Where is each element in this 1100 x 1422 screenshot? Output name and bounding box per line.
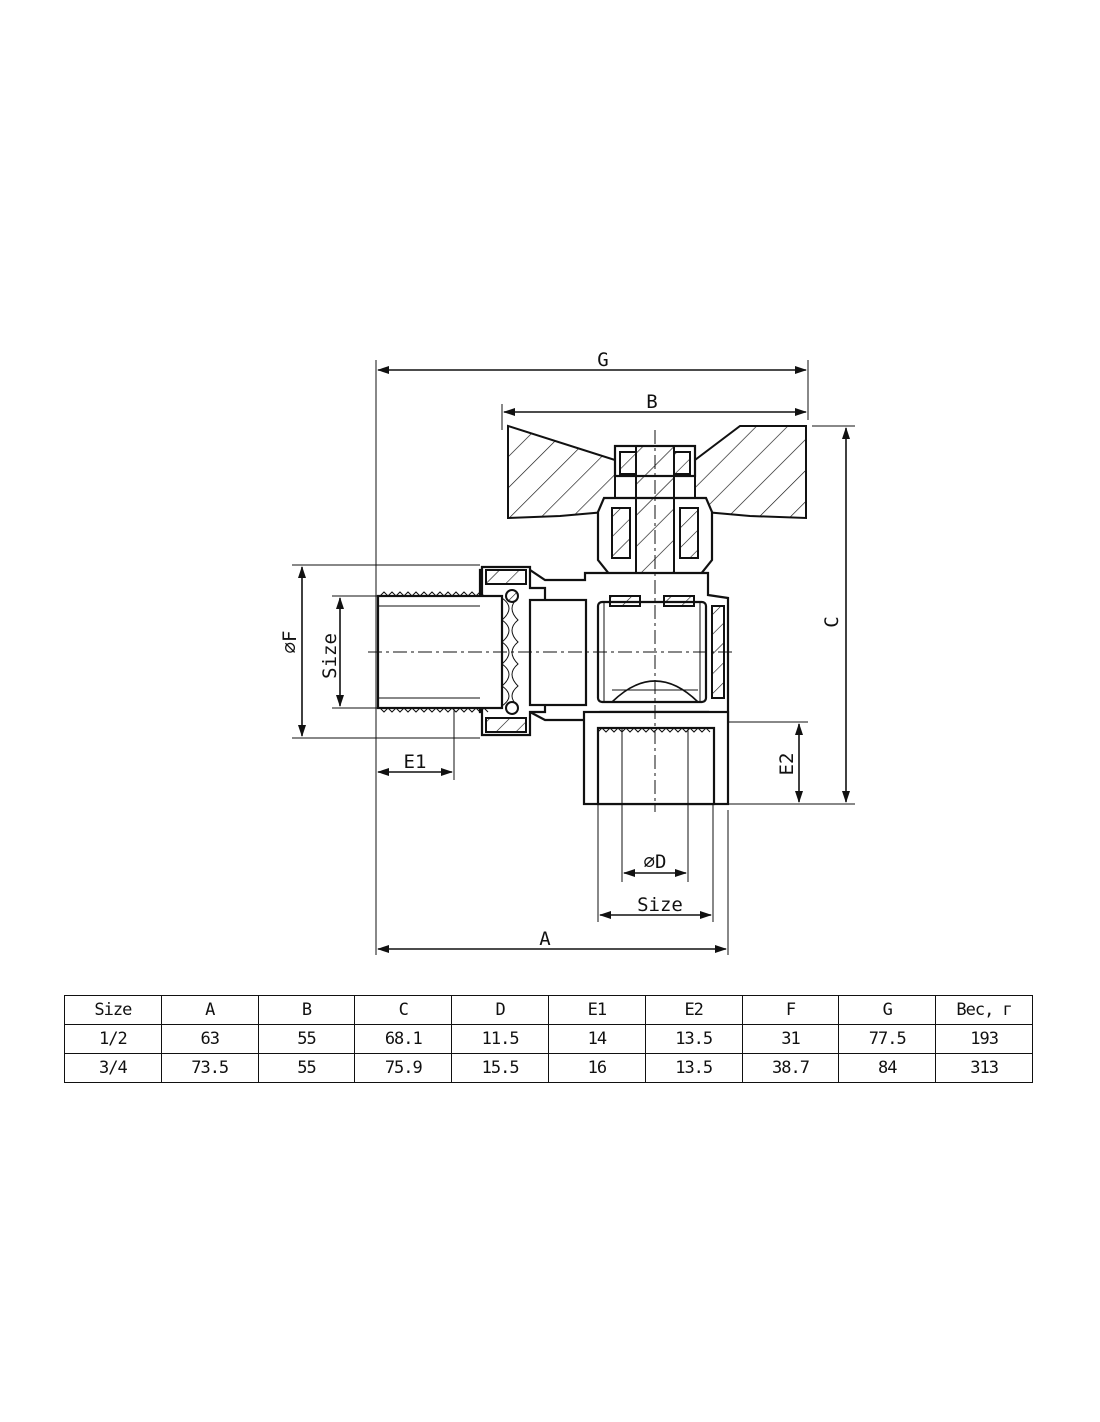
table-header-row: Size A B C D E1 E2 F G Вес, г — [64, 995, 1033, 1025]
dim-label-size-left: Size — [319, 633, 341, 679]
dim-label-g: G — [597, 349, 608, 371]
table-header: Size — [64, 995, 162, 1025]
table-cell: 3/4 — [64, 1053, 162, 1083]
dim-label-f: ⌀F — [279, 631, 301, 654]
table-cell: 1/2 — [64, 1024, 162, 1054]
table-cell: 63 — [160, 1024, 259, 1054]
table-cell: 11.5 — [451, 1024, 549, 1054]
table-cell: 193 — [935, 1024, 1033, 1054]
table-header: F — [741, 995, 840, 1025]
handle-left — [507, 424, 616, 520]
table-cell: 55 — [257, 1024, 356, 1054]
table-row: 1/2 63 55 68.1 11.5 14 13.5 31 77.5 193 — [64, 1024, 1033, 1054]
table-cell: 15.5 — [451, 1053, 549, 1083]
dim-label-b: B — [646, 391, 657, 413]
table-header: A — [160, 995, 259, 1025]
dim-label-e1: E1 — [404, 751, 427, 773]
spec-table: Size A B C D E1 E2 F G Вес, г 1/2 63 55 … — [64, 995, 1033, 1083]
table-cell: 73.5 — [160, 1053, 259, 1083]
table-cell: 55 — [257, 1053, 356, 1083]
table-header: C — [354, 995, 453, 1025]
table-cell: 84 — [838, 1053, 937, 1083]
table-cell: 16 — [547, 1053, 646, 1083]
table-header: Вес, г — [935, 995, 1033, 1025]
valve-drawing: G B C E2 ⌀F Size E1 ⌀D Size A — [279, 349, 855, 955]
table-cell: 14 — [547, 1024, 646, 1054]
dim-label-e2: E2 — [776, 753, 798, 776]
table-row: 3/4 73.5 55 75.9 15.5 16 13.5 38.7 84 31… — [64, 1053, 1033, 1083]
handle-right — [694, 425, 807, 520]
dim-label-d: ⌀D — [644, 851, 667, 873]
table-header: D — [451, 995, 549, 1025]
valve-cross-section — [368, 424, 807, 812]
dim-label-size-bottom: Size — [637, 894, 683, 916]
table-cell: 31 — [741, 1024, 840, 1054]
table-cell: 38.7 — [741, 1053, 840, 1083]
table-header: E1 — [547, 995, 646, 1025]
table-cell: 68.1 — [354, 1024, 453, 1054]
table-header: B — [257, 995, 356, 1025]
table-cell: 75.9 — [354, 1053, 453, 1083]
table-cell: 13.5 — [644, 1024, 743, 1054]
dimension-lines — [292, 360, 855, 955]
dim-label-c: C — [821, 616, 843, 627]
dimension-labels: G B C E2 ⌀F Size E1 ⌀D Size A — [279, 349, 843, 950]
table-header: G — [838, 995, 937, 1025]
table-cell: 77.5 — [838, 1024, 937, 1054]
dim-label-a: A — [539, 928, 551, 950]
table-header: E2 — [644, 995, 743, 1025]
table-cell: 313 — [935, 1053, 1033, 1083]
table-cell: 13.5 — [644, 1053, 743, 1083]
